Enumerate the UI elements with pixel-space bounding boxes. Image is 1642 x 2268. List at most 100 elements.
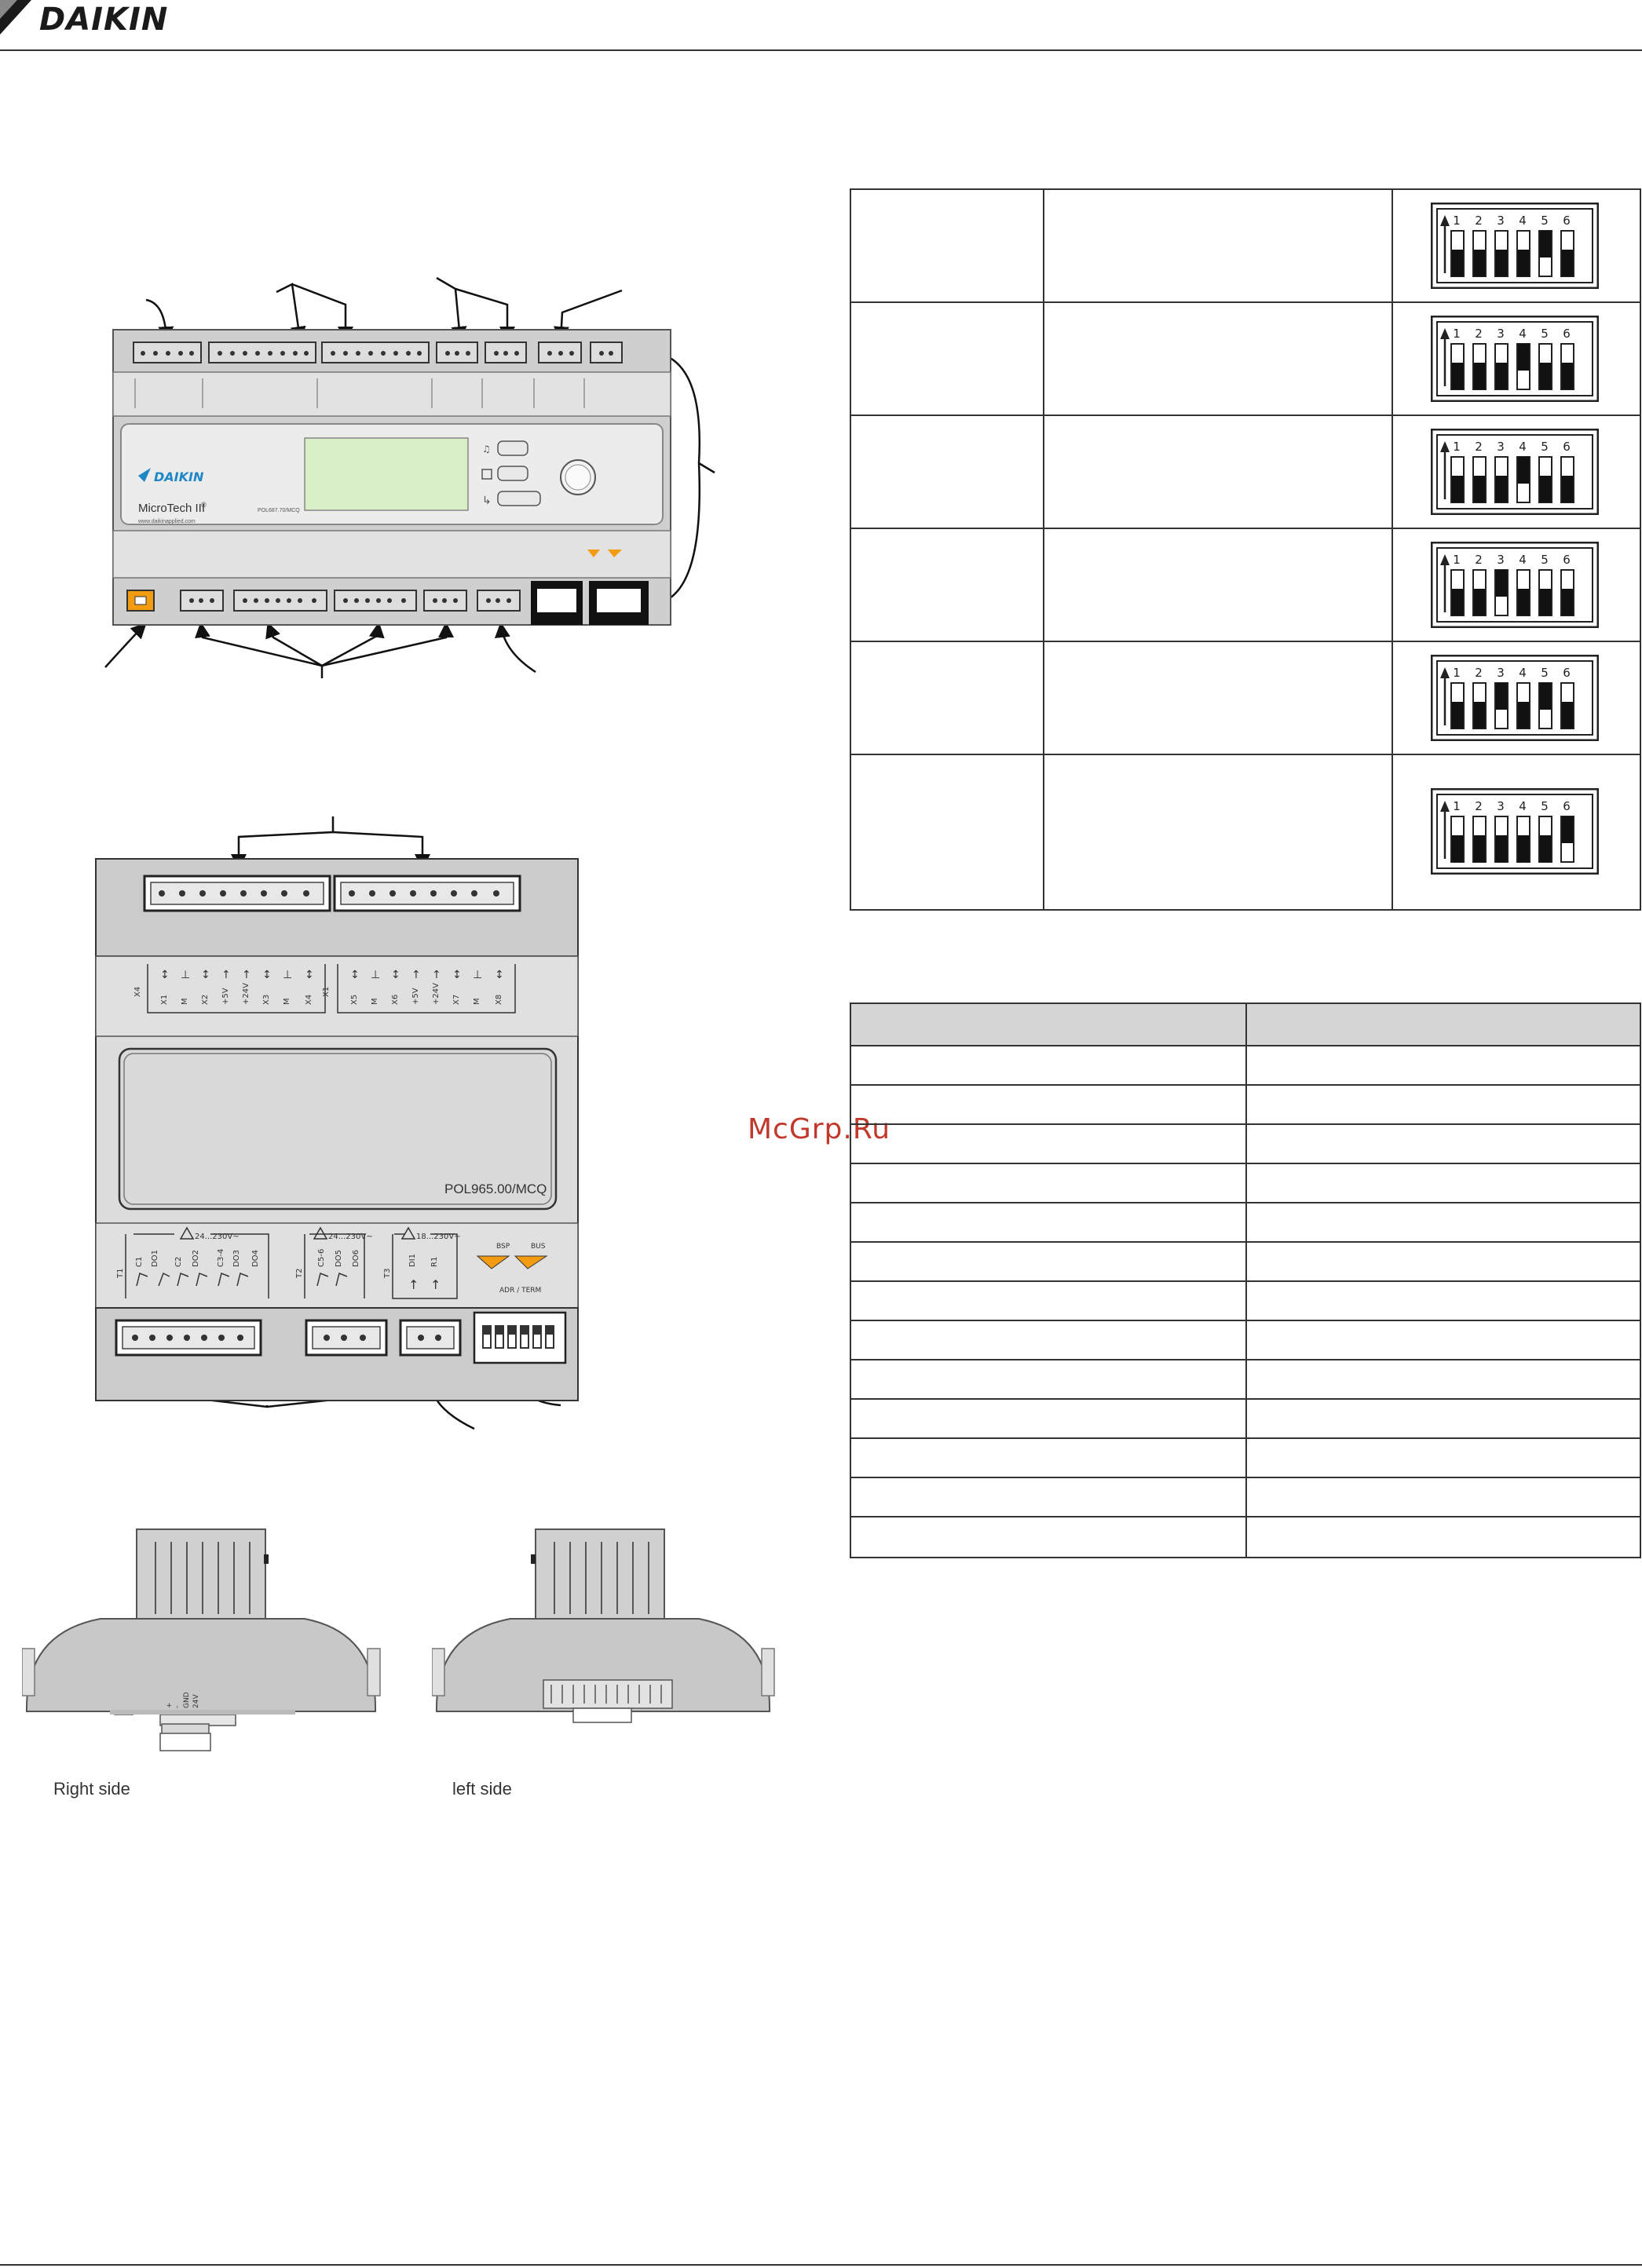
- top-group-label-left: X4: [133, 987, 142, 997]
- dip-switch-lever: [1452, 835, 1463, 862]
- terminal-label: DO6: [352, 1250, 360, 1267]
- terminal-label: +24V: [242, 983, 251, 1005]
- voltage-label-3: 18...230V~: [416, 1233, 461, 1241]
- dip-switch-lever: [1518, 702, 1529, 729]
- dip-switch-lever: [1518, 835, 1529, 862]
- dip-switch-lever: [1518, 457, 1529, 484]
- dip-switch-lever: [1452, 476, 1463, 502]
- faceplate-brand: DAIKIN: [154, 469, 204, 484]
- table-row: [851, 1478, 1640, 1517]
- connector-label: -: [174, 1706, 181, 1708]
- dip-switch-number: 2: [1475, 440, 1483, 454]
- terminal-label: +5V: [221, 988, 230, 1005]
- dip-switch-number: 3: [1497, 666, 1505, 680]
- terminal-label: DO4: [251, 1250, 260, 1267]
- terminal-label: X4: [305, 995, 313, 1005]
- right-side-view: + - GND 24V: [22, 1528, 381, 1751]
- connector-label: GND: [183, 1692, 191, 1708]
- brand-name: DAIKIN: [39, 2, 169, 38]
- terminal-label: M: [181, 998, 189, 1005]
- svg-text:↕: ↕: [160, 969, 170, 981]
- svg-text:↕: ↕: [391, 969, 400, 981]
- terminal-label: DO3: [232, 1250, 241, 1267]
- table-row: [851, 1046, 1640, 1086]
- dip-switch-number: 5: [1541, 799, 1549, 813]
- table-row: [851, 1243, 1640, 1282]
- dip-switch-number: 4: [1519, 214, 1527, 228]
- dip-switch-number: 4: [1519, 799, 1527, 813]
- dip-switch-lever: [1496, 835, 1507, 862]
- module-label: POL965.00/MCQ: [444, 1181, 547, 1196]
- svg-text:↑: ↑: [411, 969, 421, 981]
- addr-term-label: ADR / TERM: [499, 1287, 541, 1295]
- dip-switch-number: 1: [1453, 799, 1461, 813]
- terminal-label: +5V: [411, 988, 420, 1005]
- controller-diagram: ♫ ↳ DAIKIN MicroTech III ® www.daikinapp…: [104, 276, 715, 678]
- terminal-label: X3: [262, 995, 271, 1005]
- dip-switch-lever: [1496, 250, 1507, 276]
- terminal-label: M: [473, 998, 481, 1005]
- svg-text:↑: ↑: [432, 969, 441, 981]
- footer-rule: [0, 2264, 1642, 2266]
- table-row: [851, 1439, 1640, 1478]
- terminal-label: M: [283, 998, 291, 1005]
- dip-switch-number: 2: [1475, 553, 1483, 567]
- table-row: [851, 1164, 1640, 1203]
- dip-switch-number: 5: [1541, 214, 1549, 228]
- svg-text:⊥: ⊥: [283, 969, 292, 981]
- terminal-label: X6: [391, 995, 400, 1005]
- connector-label: 24V: [192, 1694, 200, 1708]
- terminal-label: DO1: [151, 1250, 159, 1267]
- dip-switch-lever: [1452, 250, 1463, 276]
- dip-switch-number: 6: [1563, 440, 1571, 454]
- terminal-label: DO2: [192, 1250, 200, 1267]
- header-rule: [0, 49, 1642, 51]
- svg-text:↑: ↑: [430, 1277, 441, 1292]
- dip-switch-number: 3: [1497, 553, 1505, 567]
- dip-switch-lever: [1474, 589, 1485, 615]
- dip-switch-number: 2: [1475, 799, 1483, 813]
- dip-switch-number: 1: [1453, 327, 1461, 341]
- terminal-label: X1: [160, 995, 169, 1005]
- faceplate-model-mark: ®: [201, 501, 207, 509]
- svg-text:↕: ↕: [262, 969, 272, 981]
- table-divider: [1391, 190, 1393, 909]
- dip-switch-number: 2: [1475, 327, 1483, 341]
- svg-text:↑: ↑: [408, 1277, 419, 1292]
- dip-switch-lever: [1540, 835, 1551, 862]
- svg-text:↕: ↕: [350, 969, 360, 981]
- terminal-label: C1: [135, 1257, 144, 1267]
- dip-switch-lever: [1518, 250, 1529, 276]
- dip-switch-number: 6: [1563, 799, 1571, 813]
- group-label-t2: T2: [295, 1269, 304, 1279]
- dip-switch-lever: [1562, 589, 1573, 615]
- dip-switch-lever: [1496, 683, 1507, 710]
- svg-text:⊥: ⊥: [473, 969, 482, 981]
- terminal-label: M: [371, 998, 379, 1005]
- dip-switch-number: 2: [1475, 666, 1483, 680]
- right-side-caption: Right side: [53, 1779, 130, 1799]
- dip-switch-number: 3: [1497, 327, 1505, 341]
- dip-switch-lever: [1562, 702, 1573, 729]
- spec-table: [850, 1003, 1641, 1558]
- terminal-label: X8: [495, 995, 503, 1005]
- svg-text:↕: ↕: [452, 969, 462, 981]
- table-header: [851, 1004, 1640, 1046]
- table-row: [851, 1517, 1640, 1557]
- dip-switch-number: 6: [1563, 553, 1571, 567]
- watermark: McGrp.Ru: [748, 1113, 891, 1145]
- svg-text:↕: ↕: [495, 969, 504, 981]
- dip-switch-lever: [1540, 476, 1551, 502]
- dip-switch-lever: [1452, 702, 1463, 729]
- dip-switch-number: 1: [1453, 440, 1461, 454]
- table-row: [851, 1086, 1640, 1125]
- svg-text:↑: ↑: [242, 969, 251, 981]
- voltage-label-1: 24...230V~: [195, 1233, 240, 1241]
- dip-switch-lever: [1562, 250, 1573, 276]
- dip-switch-lever: [1474, 702, 1485, 729]
- table-row: [851, 1125, 1640, 1164]
